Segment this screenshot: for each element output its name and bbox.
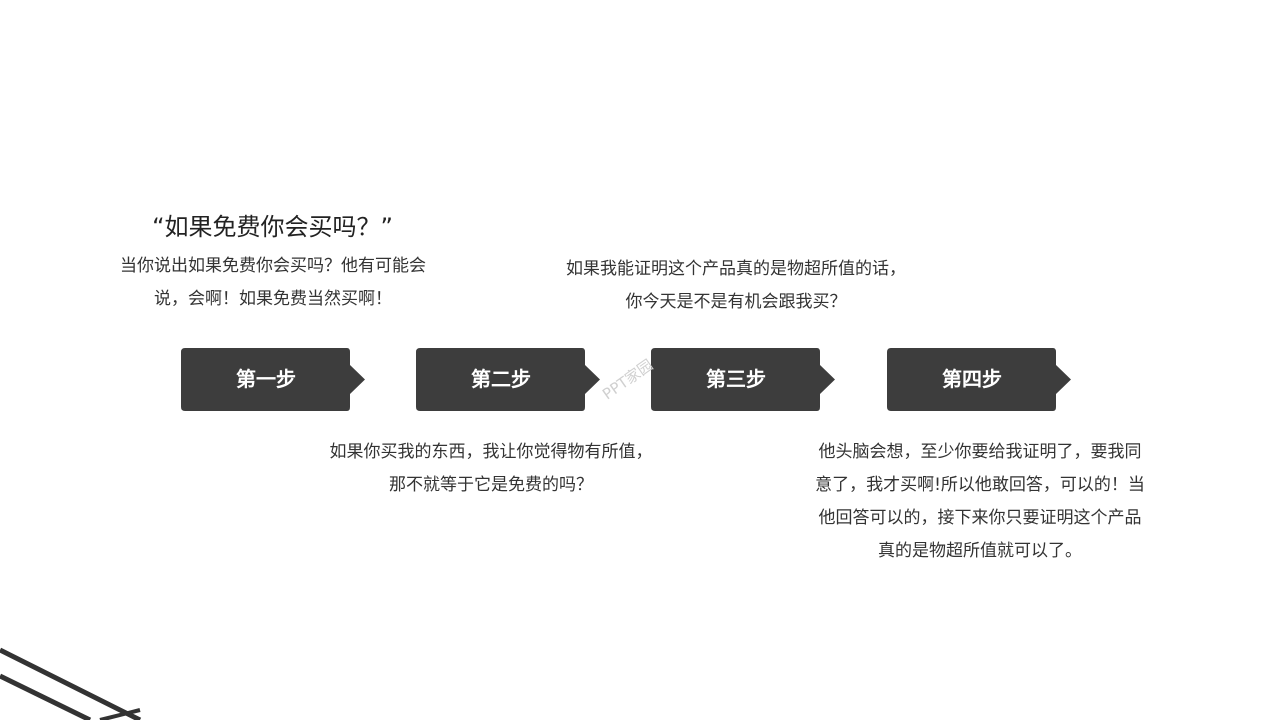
corner-grid-decoration-icon [0, 647, 142, 720]
step-3-arrow: 第三步 [651, 348, 837, 411]
step-label: 第三步 [706, 367, 766, 391]
text-block-step-3: 如果我能证明这个产品真的是物超所值的话， 你今天是不是有机会跟我买？ [530, 253, 942, 319]
text-block-step-4: 他头脑会想，至少你要给我证明了，要我同 意了，我才买啊!所以他敢回答，可以的！当… [790, 436, 1170, 568]
text-line: 意了，我才买啊!所以他敢回答，可以的！当 [815, 475, 1145, 495]
text-block-step-2: 如果你买我的东西，我让你觉得物有所值， 那不就等于它是免费的吗？ [305, 436, 677, 502]
arrow-shape-icon [416, 348, 600, 411]
watermark-text: PPT家园 [599, 355, 657, 404]
step-label: 第一步 [236, 367, 296, 391]
step-1-arrow: 第一步 [181, 348, 367, 411]
text-line: 说，会啊！如果免费当然买啊！ [154, 289, 392, 309]
text-line: 他回答可以的，接下来你只要证明这个产品 [818, 508, 1142, 528]
step-2-arrow: 第二步 [416, 348, 602, 411]
step-label: 第四步 [942, 367, 1002, 391]
text-line: 他头脑会想，至少你要给我证明了，要我同 [818, 442, 1142, 462]
watermark: PPT家园 [586, 345, 706, 404]
text-block-intro: 当你说出如果免费你会买吗？他有可能会 说，会啊！如果免费当然买啊！ [92, 250, 454, 316]
text-line: 你今天是不是有机会跟我买？ [625, 292, 847, 312]
arrow-shape-icon [181, 348, 365, 411]
quote-title: “如果免费你会买吗？” [152, 213, 393, 241]
arrow-shape-icon [887, 348, 1071, 411]
step-label: 第二步 [471, 367, 531, 391]
arrow-shape-icon [651, 348, 835, 411]
text-line: 那不就等于它是免费的吗？ [389, 475, 593, 495]
step-4-arrow: 第四步 [887, 348, 1073, 411]
text-line: 如果你买我的东西，我让你觉得物有所值， [329, 442, 653, 462]
text-line: 当你说出如果免费你会买吗？他有可能会 [120, 256, 426, 276]
text-line: 如果我能证明这个产品真的是物超所值的话， [566, 259, 906, 279]
text-line: 真的是物超所值就可以了。 [878, 541, 1082, 561]
